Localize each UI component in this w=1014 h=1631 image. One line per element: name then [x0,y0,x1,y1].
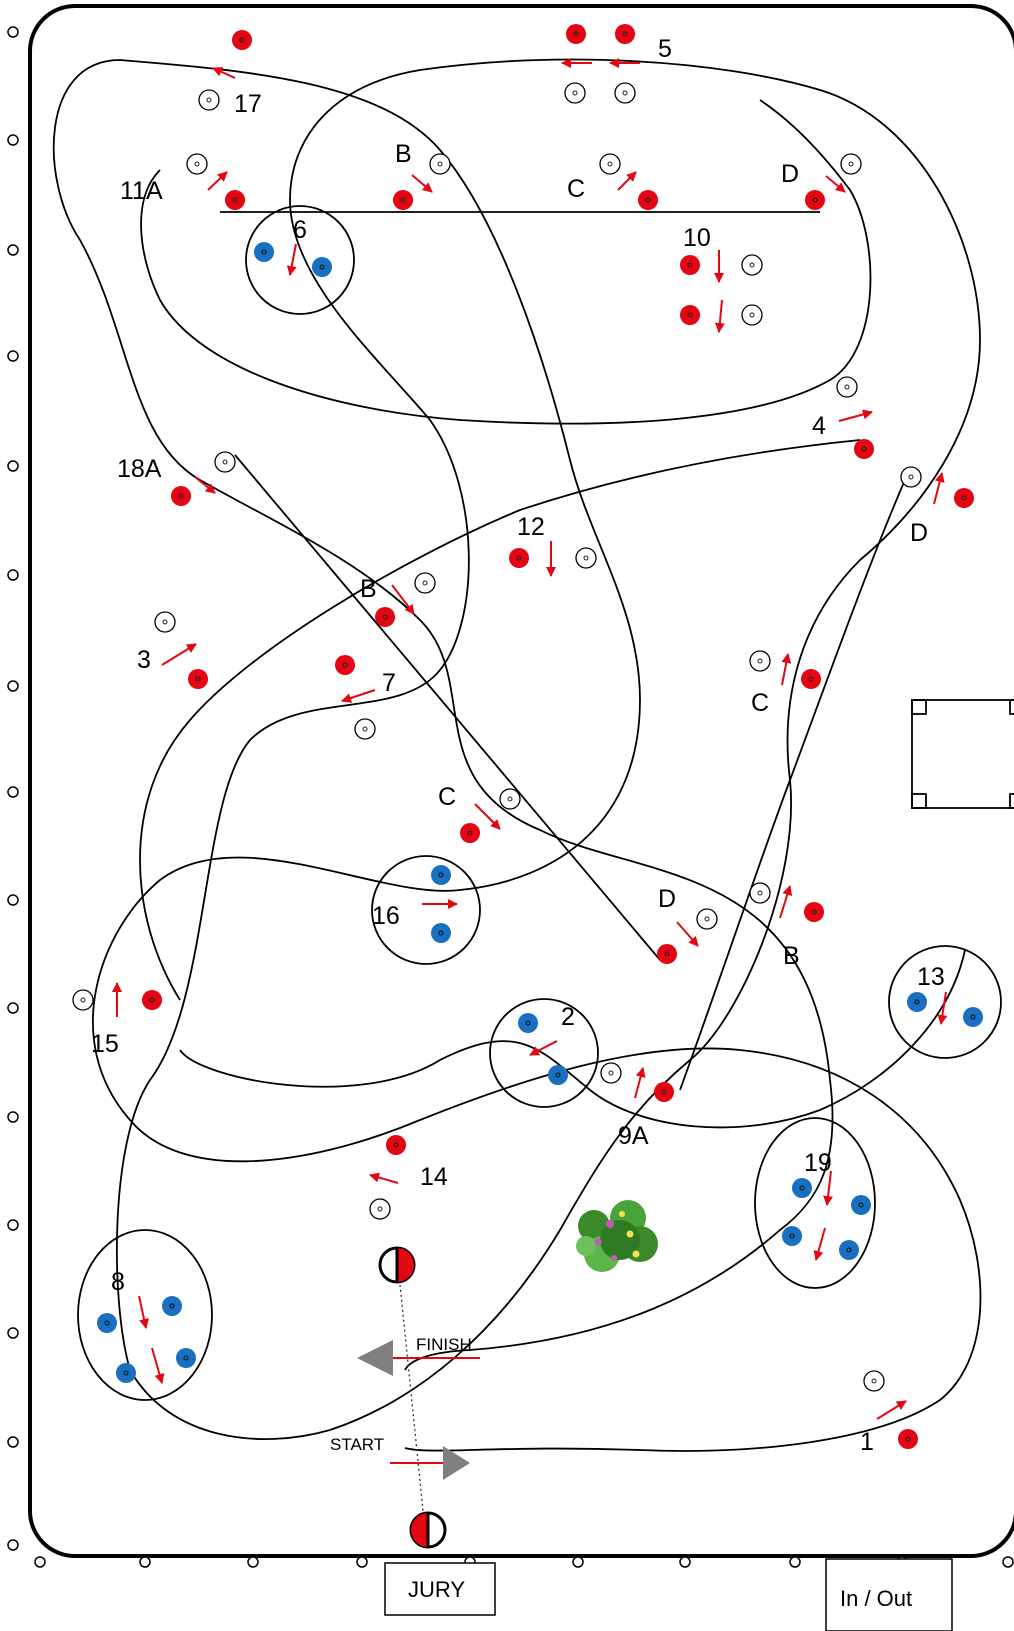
in-out-label: In / Out [840,1586,912,1611]
finish-arrow [357,1340,480,1376]
label-18b: B [360,575,377,603]
white-flags [72,82,922,1392]
obstacle-enclosures [77,205,1002,1401]
label-2: 2 [561,1003,575,1031]
start-arrow [390,1446,470,1480]
fence-posts [7,26,1014,1568]
arena-border [28,4,1014,1558]
course-track [52,58,982,1452]
label-13: 13 [917,963,945,991]
label-11b: B [395,140,412,168]
start-finish-line [397,1264,426,1531]
label-1: 1 [860,1428,874,1456]
label-9b: B [783,942,800,970]
direction-arrows [112,58,948,1420]
side-stand [911,699,1014,809]
label-6: 6 [293,216,307,244]
obstacle-labels: 1 2 3 4 5 6 7 8 9A 10 11A 12 13 14 15 16… [91,35,945,1456]
label-11c: C [567,175,585,203]
label-18a: 18A [117,455,162,483]
label-16: 16 [372,902,400,930]
jury-label: JURY [408,1577,465,1602]
label-11d: D [781,160,799,188]
label-12: 12 [517,513,545,541]
in-out-box: In / Out [825,1558,953,1631]
finish-label: FINISH [416,1335,472,1354]
label-3: 3 [137,646,151,674]
start-flag-bottom [409,1511,447,1549]
start-label: START [330,1435,384,1454]
label-5: 5 [658,35,672,63]
label-7: 7 [382,669,396,697]
jury-box: JURY [384,1562,496,1616]
label-9a: 9A [618,1122,649,1150]
label-18d: D [658,885,676,913]
label-10: 10 [683,224,711,252]
label-9c: C [751,689,769,717]
label-14: 14 [420,1163,448,1191]
bush-icon [576,1200,658,1272]
label-18c: C [438,783,456,811]
start-flag-top [378,1246,416,1284]
label-17: 17 [234,90,262,118]
label-19: 19 [804,1149,832,1177]
label-15: 15 [91,1030,119,1058]
label-9d: D [910,519,928,547]
label-4: 4 [812,412,826,440]
label-8: 8 [111,1268,125,1296]
blue-flags [96,241,984,1384]
label-11a: 11A [120,177,163,205]
red-flags [141,23,975,1450]
